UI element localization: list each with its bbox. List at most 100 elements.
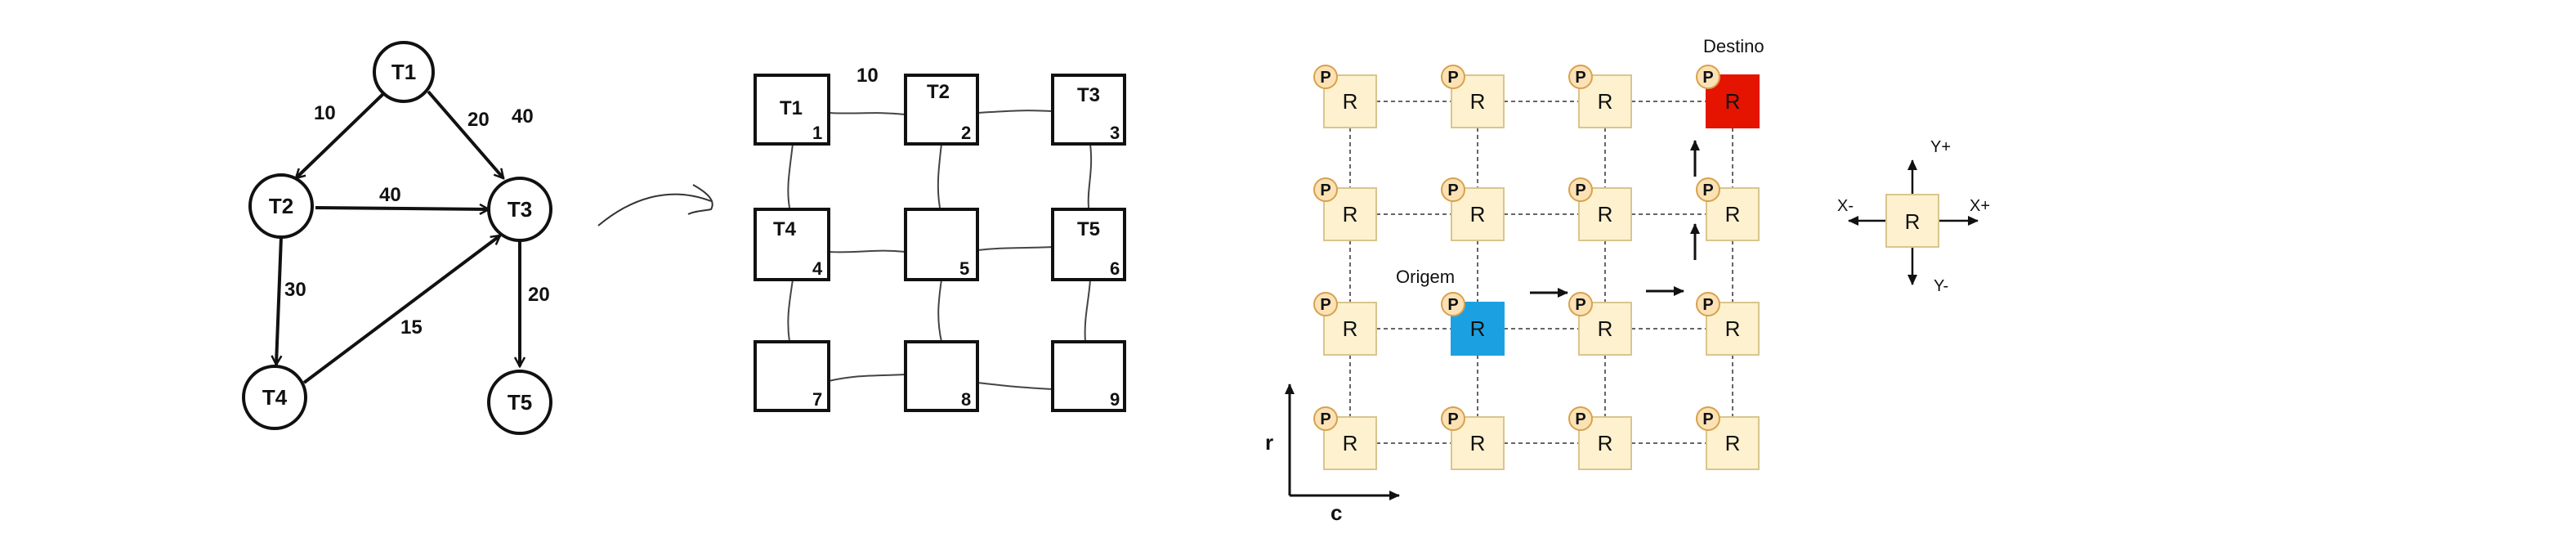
processor-node: P [1568,406,1593,431]
legend-y-minus-label: Y- [1934,277,1948,295]
legend-y-plus-label: Y+ [1930,138,1951,156]
processor-node: P [1313,177,1338,202]
processor-node: P [1441,65,1465,89]
processor-node: P [1696,177,1720,202]
router-direction-legend: R Y+ Y- X+ X- [1837,138,1990,295]
router-box [1451,416,1505,470]
processor-node: P [1313,65,1338,89]
task-node-label: T2 [269,194,293,218]
router-node: R [1578,74,1632,128]
edge-weight-t2-t4: 30 [284,279,306,301]
legend-router-box [1885,194,1939,248]
mesh-cell-9: 9 [1051,340,1126,412]
router-label: R [1598,89,1613,114]
processor-node: P [1568,177,1593,202]
mesh-cell-task: T2 [927,81,950,103]
processor-circle [1568,292,1593,316]
mesh-cell-number: 7 [812,389,822,410]
mesh-mapping-panel: 10 T1 1 T2 2 T3 3 T4 4 5 [754,65,1126,412]
router-box [1578,416,1632,470]
mesh-cell-task: T3 [1077,84,1100,106]
processor-circle [1313,177,1338,202]
processor-label: P [1575,296,1585,314]
processor-label: P [1702,410,1713,428]
router-node: R [1578,187,1632,241]
processor-node: P [1568,292,1593,316]
legend-x-minus-label: X- [1837,197,1854,215]
edge-t2-t4 [276,236,283,365]
edge-weight-t2-t3: 40 [379,184,401,206]
router-label: R [1470,89,1486,114]
mesh-cell-task: T1 [780,97,803,119]
mesh-cell-6: T5 6 [1051,208,1126,281]
edge-weight-t3-t5: 20 [528,284,550,306]
processor-label: P [1320,296,1330,314]
mesh-cell-8: 8 [904,340,979,412]
task-node-t4: T4 [242,365,307,430]
processor-circle [1568,65,1593,89]
mapping-arrow [597,184,713,226]
processor-circle [1313,292,1338,316]
edge-extra-label: 40 [512,105,534,128]
router-box [1323,416,1377,470]
processor-label: P [1702,69,1713,87]
router-label: R [1725,202,1741,226]
task-node-t3: T3 [487,177,552,242]
processor-label: P [1320,182,1330,200]
processor-node: P [1696,406,1720,431]
processor-label: P [1575,410,1585,428]
edge-t2-t3 [315,208,489,209]
router-box [1578,187,1632,241]
noc-links [1349,101,1733,444]
mesh-cell-7: 7 [754,340,830,412]
router-node: R [1578,302,1632,356]
router-label: R [1343,202,1358,226]
mesh-cell-task: T5 [1077,218,1100,240]
router-node: R [1578,416,1632,470]
mesh-cell-number: 6 [1110,258,1120,279]
processor-label: P [1447,296,1458,314]
processor-circle [1568,406,1593,431]
mesh-link-label: 10 [856,65,879,87]
mesh-cell-number: 1 [812,123,822,143]
mesh-cell-task: T4 [773,218,797,240]
router-node: R [1451,416,1505,470]
processor-label: P [1447,69,1458,87]
mesh-cell-4: T4 4 [754,208,830,281]
mesh-cell-number: 3 [1110,123,1120,143]
processor-node: P [1441,177,1465,202]
processor-circle [1696,292,1720,316]
router-label: R [1725,431,1741,455]
processor-node: P [1441,406,1465,431]
processor-label: P [1575,69,1585,87]
mesh-cell-number: 2 [961,123,971,143]
legend-x-plus-label: X+ [1970,197,1990,215]
router-label: R [1598,202,1613,226]
task-node-t1: T1 [373,41,435,103]
edge-t1-t3 [427,90,503,178]
processor-label: P [1447,182,1458,200]
mesh-cell-number: 9 [1110,389,1120,410]
processor-circle [1568,177,1593,202]
processor-circle [1441,177,1465,202]
processor-label: P [1447,410,1458,428]
task-node-label: T3 [508,197,532,222]
processor-node: P [1696,65,1720,89]
router-label: R [1343,89,1358,114]
processor-circle [1441,292,1465,316]
row-axis-label: r [1265,430,1273,455]
processor-label: P [1702,182,1713,200]
col-axis-label: c [1330,500,1342,525]
processor-circle [1313,65,1338,89]
processor-label: P [1320,410,1330,428]
edge-weight-t4-t3: 15 [400,316,423,339]
processor-node: P [1568,65,1593,89]
mesh-links [787,110,1093,390]
mesh-cell-number: 4 [812,258,823,279]
edge-t1-t2 [296,88,389,178]
edge-t4-t3 [302,234,500,384]
mesh-cell-5: 5 [904,208,979,281]
task-node-label: T4 [262,385,288,410]
